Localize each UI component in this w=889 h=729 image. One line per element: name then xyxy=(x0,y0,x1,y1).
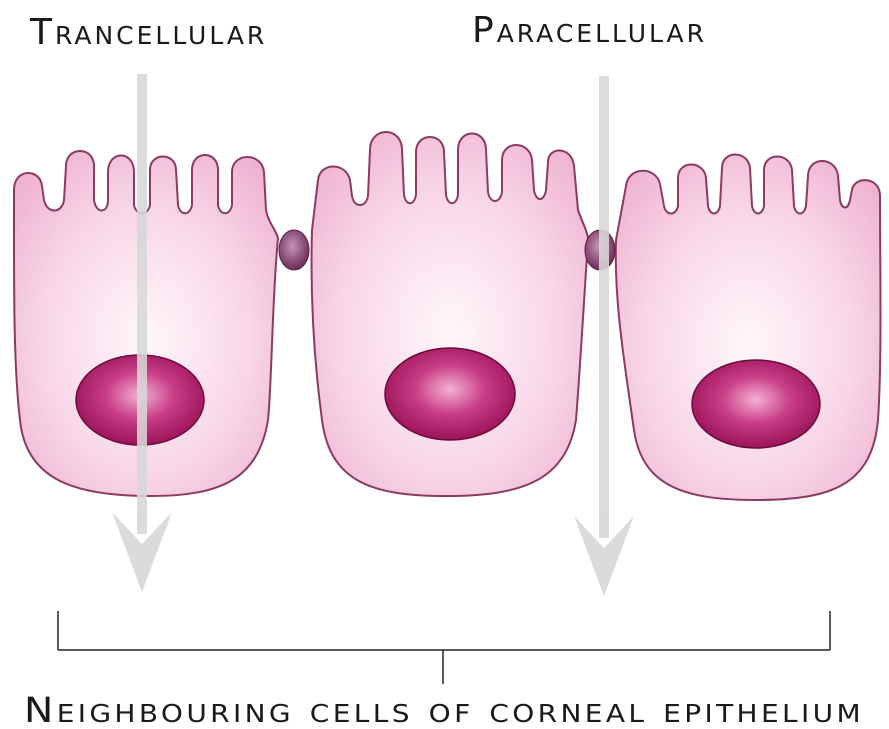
bracket xyxy=(58,611,830,684)
paracellular-label: Paracellular xyxy=(472,10,707,51)
nucleus-right xyxy=(692,360,820,448)
caption-label: Neighbouring cells of corneal epithelium xyxy=(24,691,864,729)
cell-middle xyxy=(311,132,588,496)
transcellular-label: Trancellular xyxy=(29,12,267,53)
tight-junction-left xyxy=(279,230,309,270)
nucleus-middle xyxy=(385,348,515,440)
